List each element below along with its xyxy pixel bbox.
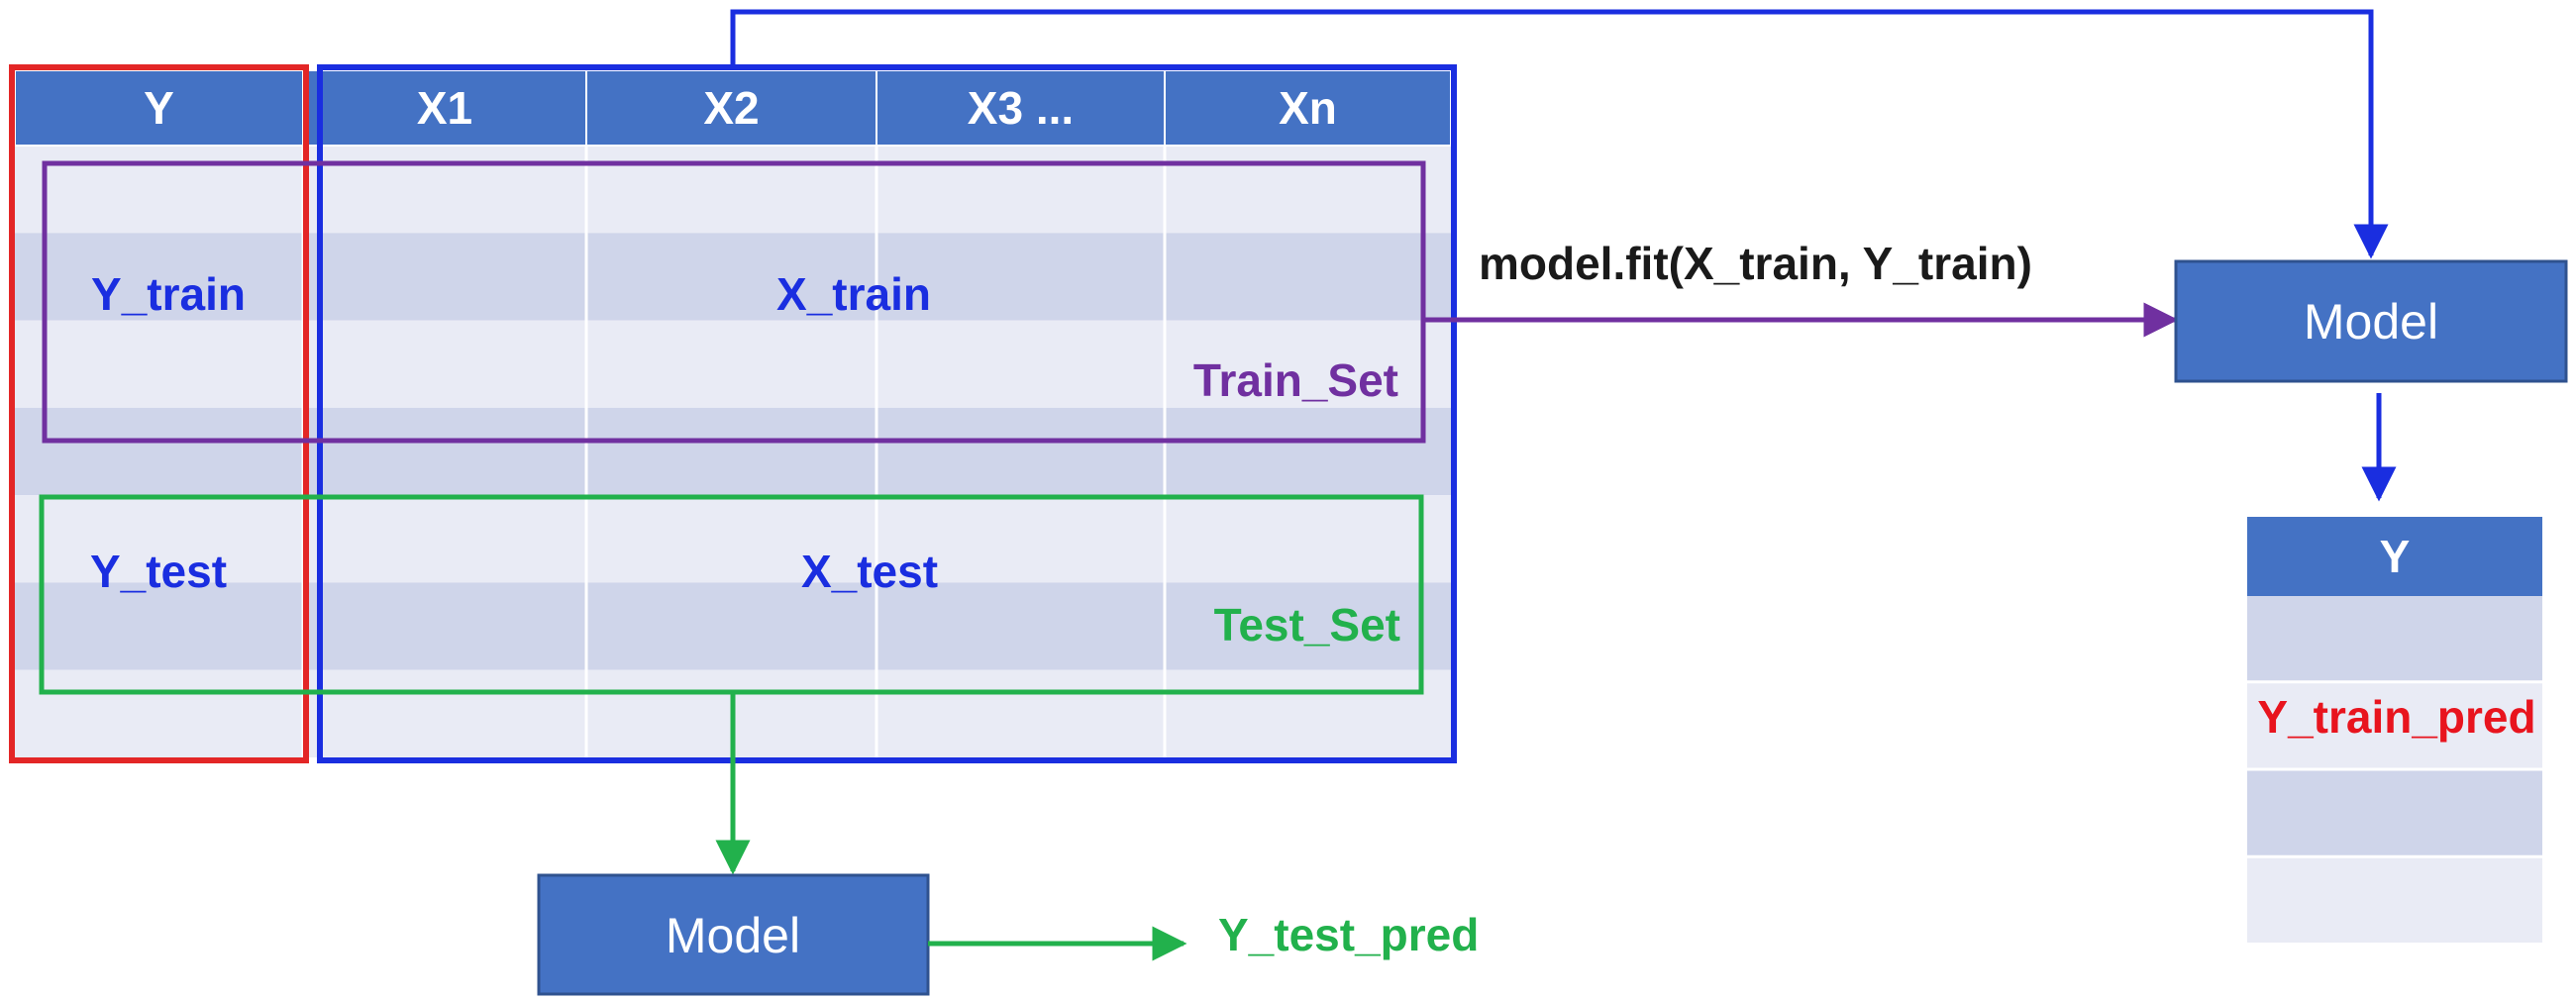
y-column-border <box>9 64 309 763</box>
data-table-row <box>15 495 1451 583</box>
y-train-label: Y_train <box>91 268 246 320</box>
x-columns-border <box>317 64 1457 763</box>
y-test-pred-label: Y_test_pred <box>1218 909 1479 960</box>
output-table-row <box>2247 857 2542 943</box>
header-cell <box>1164 69 1452 147</box>
model-bottom: Model <box>537 873 930 996</box>
header-label: X1 <box>417 82 472 134</box>
feature-to-model-arrow <box>730 9 2389 259</box>
data-table-row <box>15 233 1451 321</box>
header-cell <box>302 69 587 147</box>
model-bottom-label: Model <box>666 908 800 963</box>
header-label: X2 <box>703 82 759 134</box>
data-table-header: Y X1 X2 X3 ... Xn <box>14 69 1452 147</box>
data-table-row <box>15 320 1451 408</box>
output-header-cell <box>2247 517 2542 596</box>
header-cell <box>585 69 877 147</box>
header-label: X3 ... <box>968 82 1074 134</box>
y-train-pred-label: Y_train_pred <box>2257 691 2535 743</box>
output-header-label: Y <box>2380 531 2411 582</box>
data-table-row <box>15 407 1451 496</box>
y-test-label: Y_test <box>90 546 227 597</box>
data-table-rows <box>15 146 1451 757</box>
data-table-row <box>15 146 1451 234</box>
train-set-label: Train_Set <box>1193 354 1398 406</box>
x-test-label: X_test <box>801 546 938 597</box>
test-set-label: Test_Set <box>1214 599 1400 650</box>
header-label: Xn <box>1279 82 1337 134</box>
output-table-row <box>2247 770 2542 855</box>
header-label: Y <box>144 82 174 134</box>
output-table-row <box>2247 683 2542 768</box>
x-train-label: X_train <box>776 268 931 320</box>
output-table: Y <box>2247 517 2542 943</box>
model-top: Model <box>2174 259 2568 383</box>
train-set-box <box>42 160 1426 444</box>
header-cell <box>14 69 304 147</box>
data-table: Y X1 X2 X3 ... Xn <box>14 69 1452 757</box>
fit-call-label: model.fit(X_train, Y_train) <box>1479 238 2032 289</box>
output-table-row <box>2247 596 2542 681</box>
model-top-label: Model <box>2304 294 2438 350</box>
data-table-row <box>15 582 1451 670</box>
